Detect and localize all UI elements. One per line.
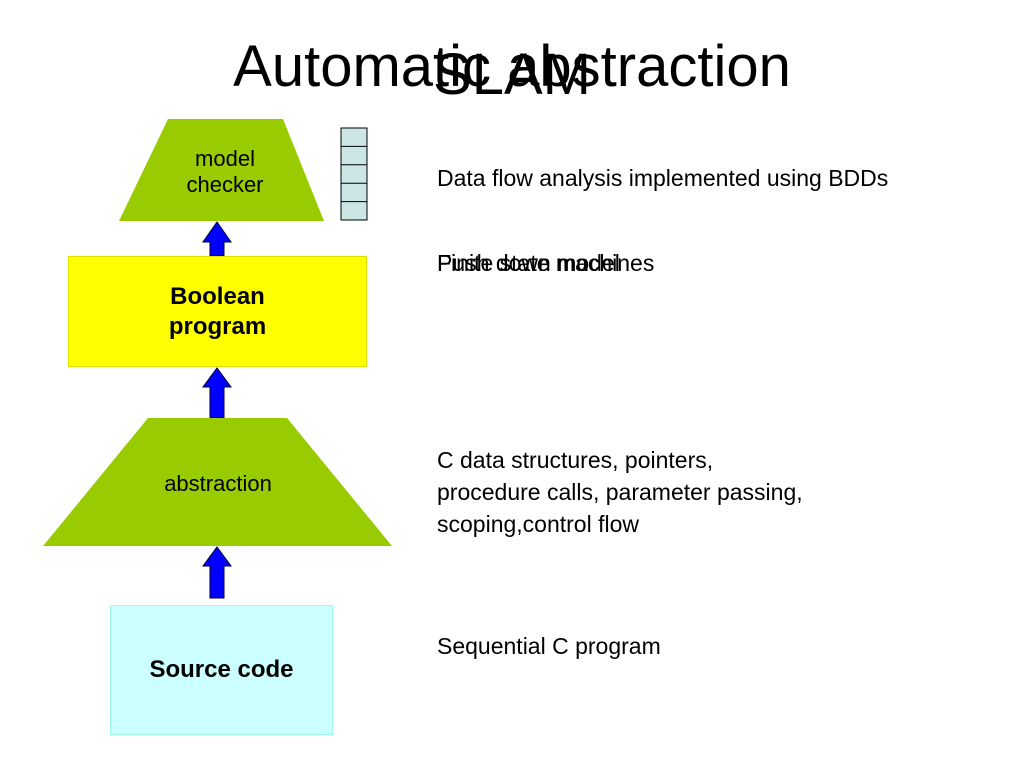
- abstraction-label: abstraction: [164, 470, 272, 496]
- slide-title: Automatic abstraction: [233, 34, 791, 99]
- slide-title-overlay: SLAM: [433, 42, 591, 107]
- source-note: Sequential C program: [437, 633, 661, 659]
- abstraction-note-line1: C data structures, pointers,: [437, 447, 714, 473]
- abstraction-note: C data structures, pointers, procedure c…: [437, 444, 803, 540]
- abstraction-note-line3: scoping,control flow: [437, 511, 639, 537]
- model-checker-label: model checker: [150, 140, 300, 204]
- boolean-note-a: Finite state machines: [437, 250, 655, 276]
- boolean-program-line1: Boolean: [170, 282, 265, 310]
- boolean-program-line2: program: [168, 312, 267, 340]
- model-checker-shape: [119, 119, 324, 221]
- up-arrow-icon: [202, 546, 232, 599]
- model-checker-line1: model: [195, 145, 255, 171]
- up-arrow-icon: [202, 221, 232, 257]
- boolean-program-box: Boolean program: [68, 256, 367, 367]
- stack-icon: [340, 127, 368, 221]
- abstraction-note-line2: procedure calls, parameter passing,: [437, 479, 803, 505]
- up-arrow-icon: [202, 367, 232, 419]
- source-code-box: Source code: [110, 605, 333, 735]
- abstraction-shape: [43, 418, 392, 546]
- boolean-note-b: Push down model: [437, 250, 620, 276]
- model-checker-line2: checker: [186, 172, 264, 197]
- model-checker-note: Data flow analysis implemented using BDD…: [437, 165, 889, 191]
